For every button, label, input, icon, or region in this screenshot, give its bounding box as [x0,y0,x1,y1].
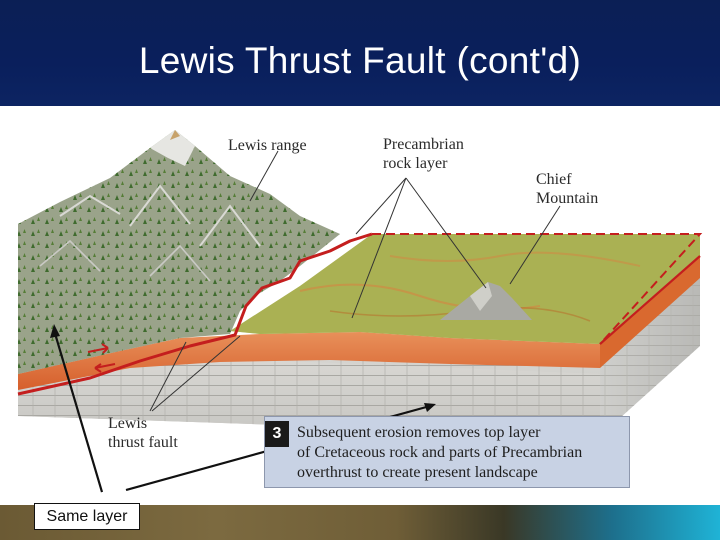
caption-text: Subsequent erosion removes top layer of … [297,423,627,483]
label-precambrian: Precambrian rock layer [383,135,464,173]
eroded-outline [372,233,703,345]
caption-line2: of Cretaceous rock and parts of Precambr… [297,444,583,461]
slide-title: Lewis Thrust Fault (cont'd) [138,40,582,81]
thrust-fault-line [17,232,373,396]
leader-precambrian-2 [405,177,487,289]
label-precambrian-line2: rock layer [383,155,448,172]
leader-lewis-range [249,150,279,202]
orange-layer-front [18,332,600,390]
caption-step-number: 3 [265,421,289,447]
block-diagram [17,130,703,493]
leader-thrust-2 [151,335,241,412]
slip-arrow-lower [94,363,116,369]
leader-thrust-1 [149,341,187,412]
label-chief-line2: Mountain [536,190,599,207]
title-bar [0,0,720,106]
label-chief-mountain: Chief Mountain [536,170,598,208]
leader-precambrian-3 [355,177,407,235]
leader-precambrian-1 [351,177,407,319]
label-lewis-thrust-fault: Lewis thrust fault [108,414,178,452]
leader-chief [509,205,561,285]
same-layer-arrow-left [52,329,104,493]
slip-arrow-upper [87,347,109,353]
label-precambrian-line1: Precambrian [383,136,464,153]
caption-box: 3 Subsequent erosion removes top layer o… [264,416,630,488]
caption-line3: overthrust to create present landscape [297,464,538,481]
orange-layer-side [600,256,700,368]
label-thrust-line2: thrust fault [108,434,178,451]
label-chief-line1: Chief [536,171,572,188]
caption-line1: Subsequent erosion removes top layer [297,424,541,441]
same-layer-label: Same layer [34,503,140,530]
label-thrust-line1: Lewis [108,415,148,432]
label-lewis-range: Lewis range [228,137,307,154]
